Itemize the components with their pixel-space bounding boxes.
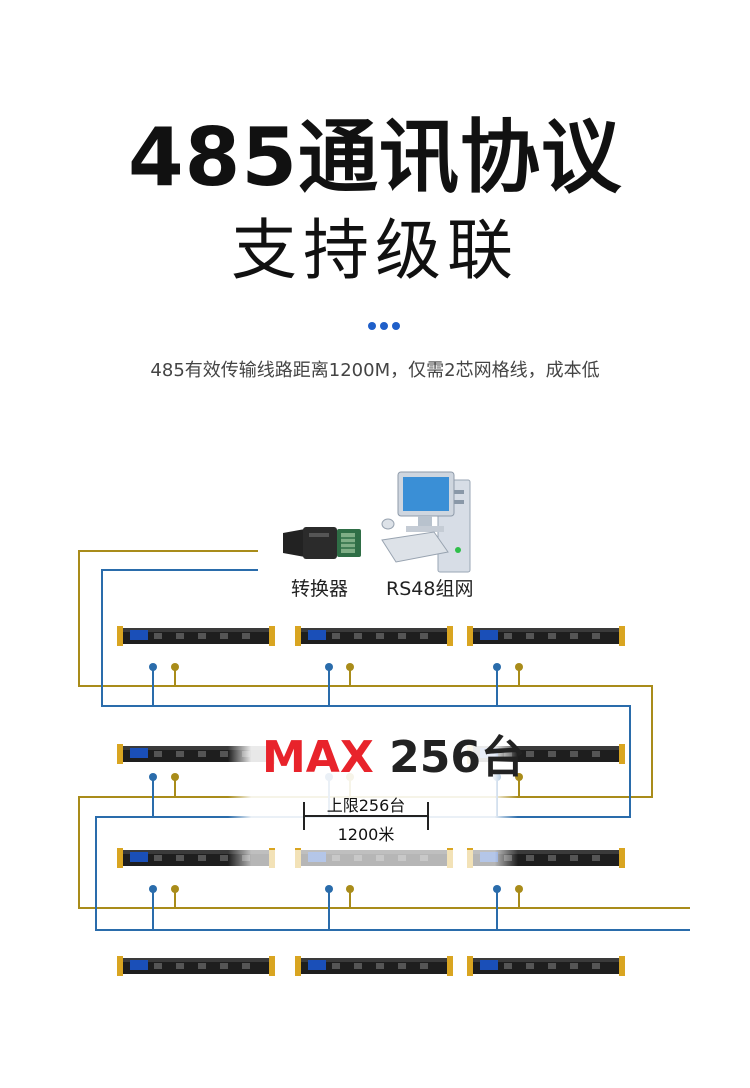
limit-distance: 1200米 [337,825,395,844]
limit-count: 上限256台 [326,796,406,815]
converter-label: 转换器 [291,578,349,600]
gold-bus-line [78,550,690,909]
page-title: 485通讯协议 [128,111,622,204]
pdu-row-4 [117,956,625,976]
max-capacity: MAX 256台 [262,736,525,780]
computer-icon [381,471,471,573]
network-label: RS48组网 [386,578,474,600]
limit-bracket [303,802,429,830]
blue-bus-line [95,569,690,931]
description-text: 485有效传输线路距离1200M，仅需2芯网格线，成本低 [150,360,600,381]
decorative-dots [368,322,400,330]
page-subtitle-heading: 支持级联 [231,212,519,289]
converter-icon [283,527,361,559]
max-prefix: MAX [262,732,374,783]
pdu-row-1 [117,626,625,646]
max-value: 256台 [389,732,525,783]
